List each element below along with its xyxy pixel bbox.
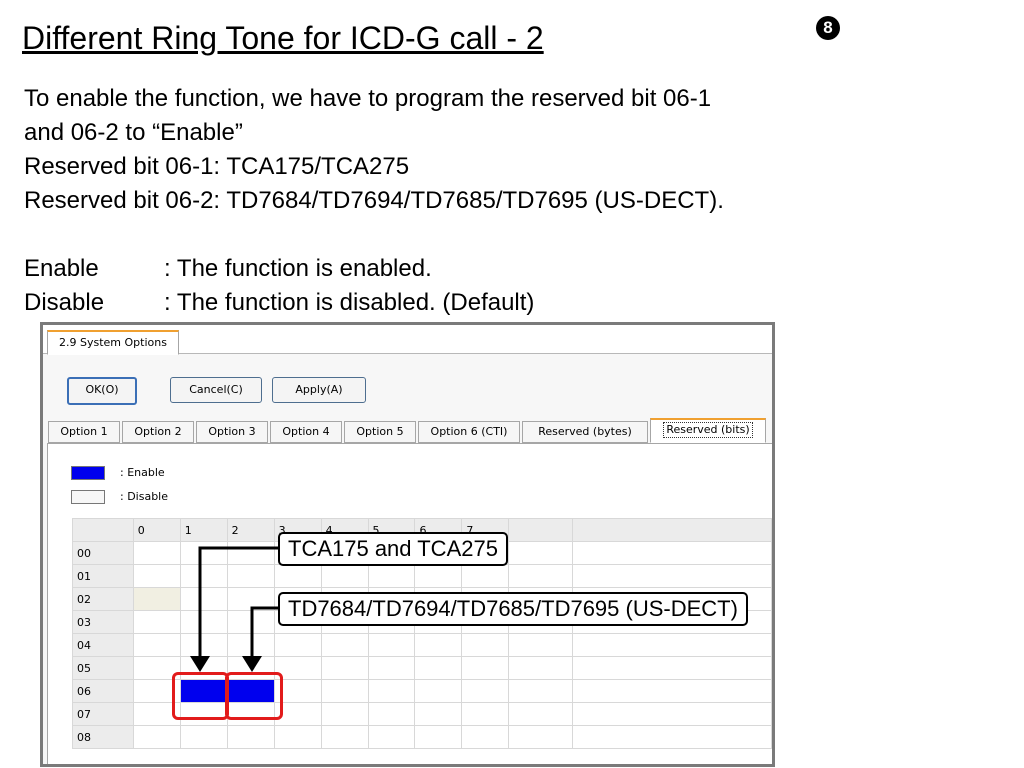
row-header: 08 [72,725,134,749]
body-line-2: and 06-2 to “Enable” [24,119,243,146]
tab-option-6-cti[interactable]: Option 6 (CTI) [418,421,520,443]
bit-cell[interactable] [132,610,181,634]
tab-reserved-bits-label: Reserved (bits) [663,422,753,438]
grid-filler [571,564,772,588]
row-header: 02 [72,587,134,611]
bit-cell[interactable] [367,702,416,726]
row-header: 05 [72,656,134,680]
arrow-td-connector [250,606,280,664]
bit-cell[interactable] [367,725,416,749]
grid-filler [571,725,772,749]
legend-enable-label: : Enable [120,466,165,479]
bit-cell[interactable] [132,633,181,657]
table-row: 04 [72,633,772,657]
bit-cell[interactable] [132,725,181,749]
grid-filler [508,679,573,703]
bit-cell[interactable] [179,587,228,611]
grid-filler [508,564,573,588]
bit-cell[interactable] [367,564,416,588]
bit-cell[interactable] [461,564,510,588]
definition-desc: : The function is enabled. [164,255,432,282]
slide-body: To enable the function, we have to progr… [24,82,724,320]
callout-tca: TCA175 and TCA275 [278,532,508,566]
bit-cell[interactable] [132,587,181,611]
bit-cell[interactable] [320,702,369,726]
bit-cell[interactable] [273,725,322,749]
bit-cell[interactable] [367,633,416,657]
bit-cell[interactable] [461,725,510,749]
grid-filler [571,702,772,726]
grid-filler [508,541,573,565]
body-line-1: To enable the function, we have to progr… [24,85,712,112]
grid-filler [571,633,772,657]
highlight-bit-06-2 [225,672,283,720]
table-row: 07 [72,702,772,726]
tab-option-3[interactable]: Option 3 [196,421,268,443]
row-header: 04 [72,633,134,657]
bit-cell[interactable] [179,564,228,588]
arrow-tca-head [190,656,210,672]
body-line-4: Reserved bit 06-2: TD7684/TD7694/TD7685/… [24,187,724,214]
bit-cell[interactable] [414,725,463,749]
legend-enable-swatch [71,466,105,480]
bit-cell[interactable] [320,656,369,680]
bit-cell[interactable] [273,564,322,588]
bit-cell[interactable] [226,725,275,749]
cancel-button[interactable]: Cancel(C) [170,377,262,403]
bit-cell[interactable] [367,656,416,680]
definition-desc: : The function is disabled. (Default) [164,289,535,316]
slide-number-badge: 8 [816,16,840,40]
grid-filler [508,725,573,749]
definition-term: Enable [24,255,99,282]
bit-cell[interactable] [461,633,510,657]
definition-term: Disable [24,289,105,316]
column-header: 2 [226,518,275,542]
grid-filler [508,633,573,657]
bit-cell[interactable] [320,633,369,657]
tab-reserved-bits[interactable]: Reserved (bits) [650,418,766,443]
tab-reserved-bytes[interactable]: Reserved (bytes) [522,421,648,443]
tab-system-options[interactable]: 2.9 System Options [47,330,179,355]
tab-option-5[interactable]: Option 5 [344,421,416,443]
grid-corner [72,518,134,542]
ok-button[interactable]: OK(O) [67,377,137,405]
body-line-3: Reserved bit 06-1: TCA175/TCA275 [24,153,410,180]
bit-cell[interactable] [320,679,369,703]
table-row: 01 [72,564,772,588]
bit-cell[interactable] [414,656,463,680]
window-tab-strip: 2.9 System Options [43,325,772,355]
tab-option-1[interactable]: Option 1 [48,421,120,443]
definition-disable: Disable : The function is disabled. (Def… [24,286,724,320]
bit-cell[interactable] [179,725,228,749]
legend-disable-swatch [71,490,105,504]
bit-cell[interactable] [273,633,322,657]
bit-cell[interactable] [320,564,369,588]
row-header: 06 [72,679,134,703]
bit-cell[interactable] [132,564,181,588]
table-row: 08 [72,725,772,749]
bit-cell[interactable] [320,725,369,749]
apply-button[interactable]: Apply(A) [272,377,366,403]
callout-td: TD7684/TD7694/TD7685/TD7695 (US-DECT) [278,592,748,626]
bit-cell[interactable] [414,679,463,703]
bit-cell[interactable] [132,541,181,565]
definition-enable: Enable : The function is enabled. [24,252,724,286]
tab-option-4[interactable]: Option 4 [270,421,342,443]
arrow-td-head [242,656,262,672]
arrow-tca-connector [198,546,280,664]
highlight-bit-06-1 [172,672,229,720]
grid-filler [508,656,573,680]
legend-disable-label: : Disable [120,490,169,503]
slide-title: Different Ring Tone for ICD-G call - 2 [22,20,544,56]
grid-filler [508,702,573,726]
column-header: 1 [179,518,228,542]
tab-option-2[interactable]: Option 2 [122,421,194,443]
